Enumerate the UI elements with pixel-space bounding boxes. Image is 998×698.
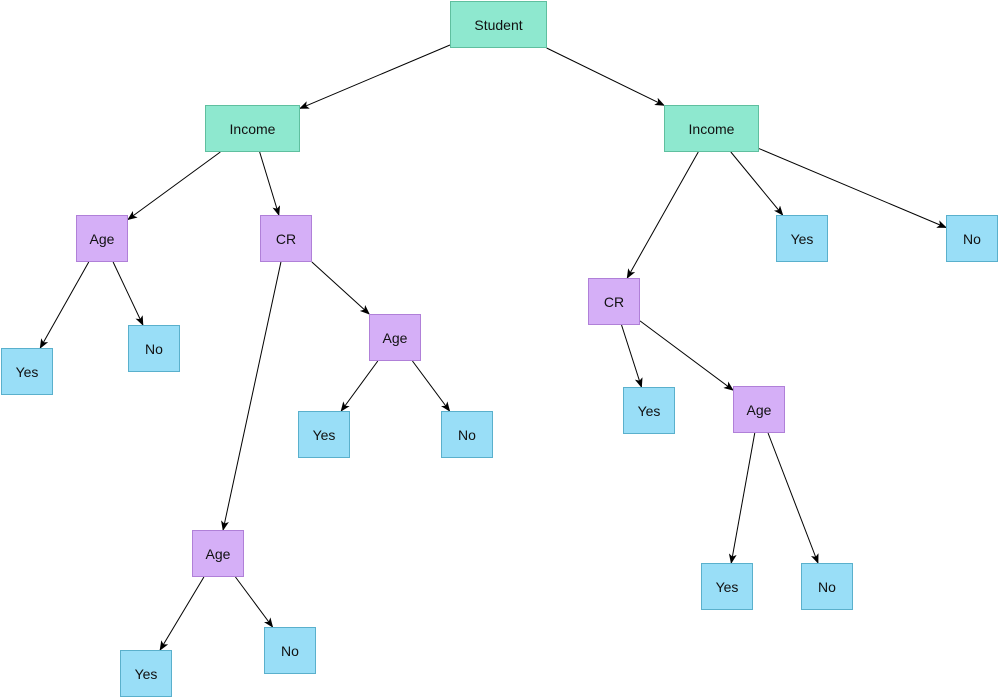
edge-age-c-to-yes-c: [159, 576, 205, 651]
node-age-c: Age: [192, 530, 244, 577]
node-yes-e: Yes: [623, 387, 675, 434]
edge-age-b-to-no-b: [412, 360, 451, 412]
node-income-right: Income: [664, 105, 759, 152]
node-no-f: No: [801, 563, 853, 610]
edge-age-c-to-no-c: [235, 576, 274, 628]
edge-income-right-to-cr-right: [626, 151, 699, 279]
edge-age-a-to-no-a: [112, 261, 144, 326]
edge-age-a-to-yes-a: [39, 261, 90, 349]
node-yes-f: Yes: [701, 563, 753, 610]
node-yes-a: Yes: [1, 348, 53, 395]
node-age-d: Age: [733, 386, 785, 433]
node-no-a: No: [128, 325, 180, 372]
node-yes-b: Yes: [298, 411, 350, 458]
edge-income-right-to-no-d: [758, 148, 947, 228]
edge-cr-right-to-age-d: [639, 320, 734, 391]
edge-cr-left-to-age-b: [311, 261, 370, 315]
edge-cr-right-to-yes-e: [621, 324, 643, 388]
node-cr-right: CR: [588, 278, 640, 325]
node-age-b: Age: [369, 314, 421, 361]
edge-income-right-to-yes-d: [730, 151, 784, 216]
edge-age-b-to-yes-b: [340, 360, 379, 412]
edge-student-to-income-right: [546, 47, 665, 106]
edge-student-to-income-left: [299, 44, 451, 109]
node-no-b: No: [441, 411, 493, 458]
node-no-d: No: [946, 215, 998, 262]
node-student: Student: [450, 1, 547, 48]
edge-cr-left-to-age-c: [221, 261, 282, 531]
edge-income-left-to-age-a: [127, 151, 221, 221]
edge-income-left-to-cr-left: [259, 151, 281, 216]
edge-age-d-to-yes-f: [728, 432, 756, 564]
node-yes-d: Yes: [776, 215, 828, 262]
edge-age-d-to-no-f: [767, 432, 819, 564]
node-yes-c: Yes: [120, 650, 172, 697]
node-income-left: Income: [205, 105, 300, 152]
node-cr-left: CR: [260, 215, 312, 262]
node-age-a: Age: [76, 215, 128, 262]
node-no-c: No: [264, 627, 316, 674]
